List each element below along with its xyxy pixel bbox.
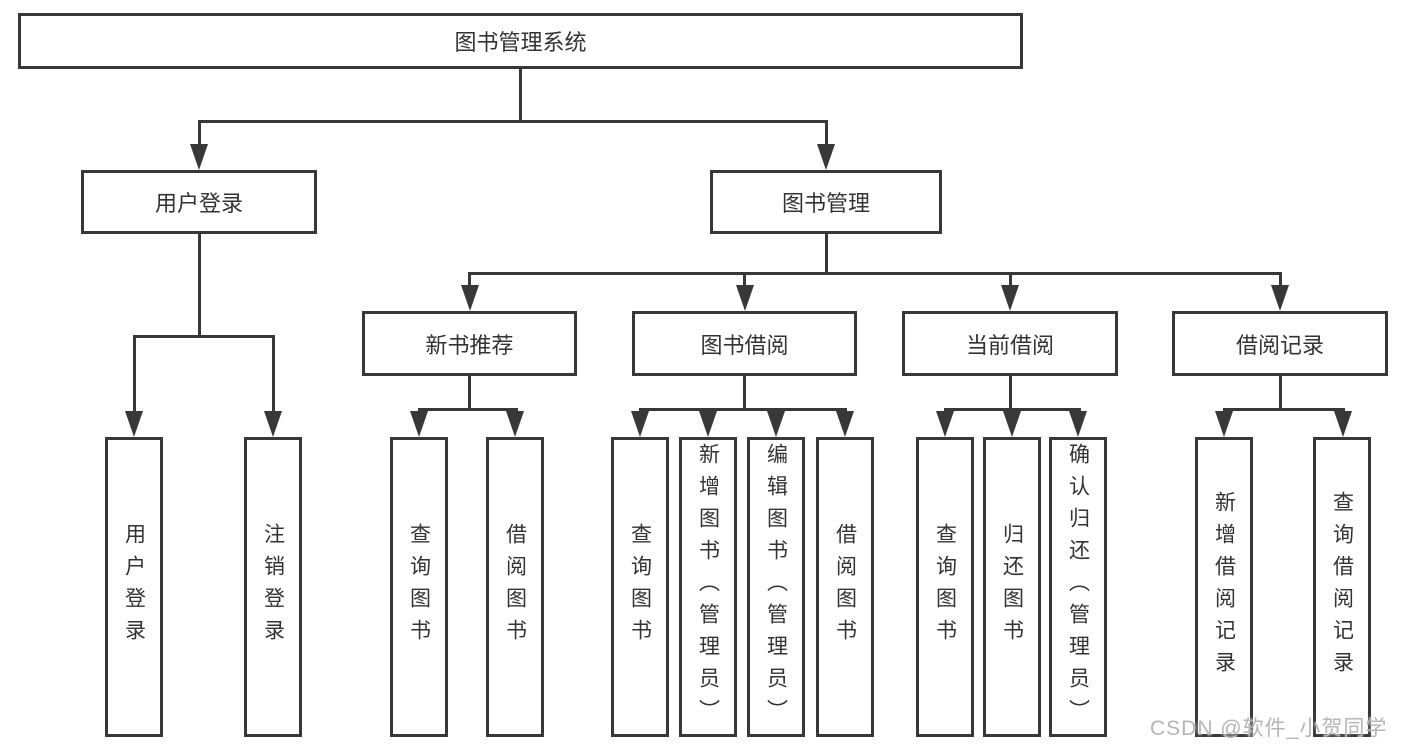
- connector-mgmt-drop-2: [743, 272, 746, 288]
- leaf-query-books-current: 查询图书: [916, 437, 974, 737]
- leaf-borrow-books: 借阅图书: [816, 437, 874, 737]
- node-label: 图书管理: [781, 191, 870, 216]
- leaf-label: 归还图书: [1000, 523, 1024, 651]
- leaf-add-book-admin: 新增图书（管理员）: [679, 437, 737, 737]
- connector-userlogin-bar: [133, 335, 275, 338]
- leaf-label: 查询图书: [933, 523, 957, 651]
- connector-borrow-stem: [743, 376, 746, 410]
- arrow-down-icon: [1003, 411, 1021, 437]
- node-user-login: 用户登录: [81, 170, 317, 234]
- connector-newbook-bar: [418, 408, 518, 411]
- leaf-label: 借阅图书: [833, 523, 857, 651]
- connector-record-bar: [1223, 408, 1345, 411]
- connector-current-stem: [1009, 376, 1012, 410]
- leaf-logout: 注销登录: [244, 437, 302, 737]
- node-label: 新书推荐: [425, 332, 514, 358]
- connector-root-drop-left: [198, 120, 201, 146]
- arrow-down-icon: [817, 144, 835, 170]
- arrow-down-icon: [936, 411, 954, 437]
- arrow-down-icon: [1001, 285, 1019, 311]
- arrow-down-icon: [1215, 411, 1233, 437]
- watermark: CSDN @软件_小贺同学: [1150, 717, 1388, 740]
- node-label: 图书借阅: [700, 332, 789, 358]
- leaf-add-borrow-record: 新增借阅记录: [1195, 437, 1253, 737]
- arrow-down-icon: [699, 411, 717, 437]
- connector-record-stem: [1279, 376, 1282, 410]
- node-new-book-recommend: 新书推荐: [362, 311, 577, 376]
- connector-mgmt-drop-4: [1279, 272, 1282, 288]
- connector-userlogin-drop-2: [272, 335, 275, 413]
- node-label: 借阅记录: [1235, 332, 1324, 358]
- node-label: 图书管理系统: [454, 30, 587, 55]
- leaf-label: 查询借阅记录: [1330, 491, 1354, 683]
- leaf-confirm-return-admin: 确认归还（管理员）: [1049, 437, 1107, 737]
- arrow-down-icon: [410, 411, 428, 437]
- node-library-system: 图书管理系统: [18, 13, 1023, 69]
- arrow-down-icon: [736, 285, 754, 311]
- leaf-label: 用户登录: [122, 523, 146, 651]
- connector-root-bar: [198, 120, 828, 123]
- leaf-return-book: 归还图书: [983, 437, 1041, 737]
- leaf-query-borrow-record: 查询借阅记录: [1313, 437, 1371, 737]
- connector-mgmt-bar: [468, 272, 1282, 275]
- arrow-down-icon: [461, 285, 479, 311]
- connector-mgmt-drop-1: [468, 272, 471, 288]
- leaf-query-books-recommend: 查询图书: [390, 437, 448, 737]
- leaf-borrow-books-recommend: 借阅图书: [486, 437, 544, 737]
- node-borrow-record: 借阅记录: [1172, 311, 1388, 376]
- leaf-label: 编辑图书（管理员）: [764, 443, 788, 731]
- arrow-down-icon: [125, 411, 143, 437]
- leaf-label: 借阅图书: [503, 523, 527, 651]
- connector-borrow-bar: [639, 408, 847, 411]
- leaf-query-books-borrow: 查询图书: [611, 437, 669, 737]
- leaf-label: 注销登录: [261, 523, 285, 651]
- arrow-down-icon: [190, 144, 208, 170]
- arrow-down-icon: [1069, 411, 1087, 437]
- node-current-borrow: 当前借阅: [902, 311, 1118, 376]
- node-label: 用户登录: [154, 191, 243, 216]
- leaf-label: 新增借阅记录: [1212, 491, 1236, 683]
- connector-userlogin-drop-1: [133, 335, 136, 413]
- node-book-borrow: 图书借阅: [632, 311, 857, 376]
- connector-newbook-stem: [468, 376, 471, 410]
- node-book-management: 图书管理: [710, 170, 942, 234]
- connector-mgmt-stem: [825, 234, 828, 274]
- leaf-edit-book-admin: 编辑图书（管理员）: [747, 437, 805, 737]
- arrow-down-icon: [836, 411, 854, 437]
- connector-mgmt-drop-3: [1009, 272, 1012, 288]
- leaf-user-login: 用户登录: [105, 437, 163, 737]
- connector-userlogin-stem: [198, 234, 201, 338]
- arrow-down-icon: [1334, 411, 1352, 437]
- arrow-down-icon: [264, 411, 282, 437]
- connector-root-drop-right: [825, 120, 828, 146]
- arrow-down-icon: [506, 411, 524, 437]
- arrow-down-icon: [1271, 285, 1289, 311]
- connector-root-stem: [519, 69, 522, 122]
- leaf-label: 查询图书: [628, 523, 652, 651]
- leaf-label: 新增图书（管理员）: [696, 443, 720, 731]
- arrow-down-icon: [631, 411, 649, 437]
- node-label: 当前借阅: [965, 332, 1054, 358]
- leaf-label: 确认归还（管理员）: [1066, 443, 1090, 731]
- leaf-label: 查询图书: [407, 523, 431, 651]
- arrow-down-icon: [767, 411, 785, 437]
